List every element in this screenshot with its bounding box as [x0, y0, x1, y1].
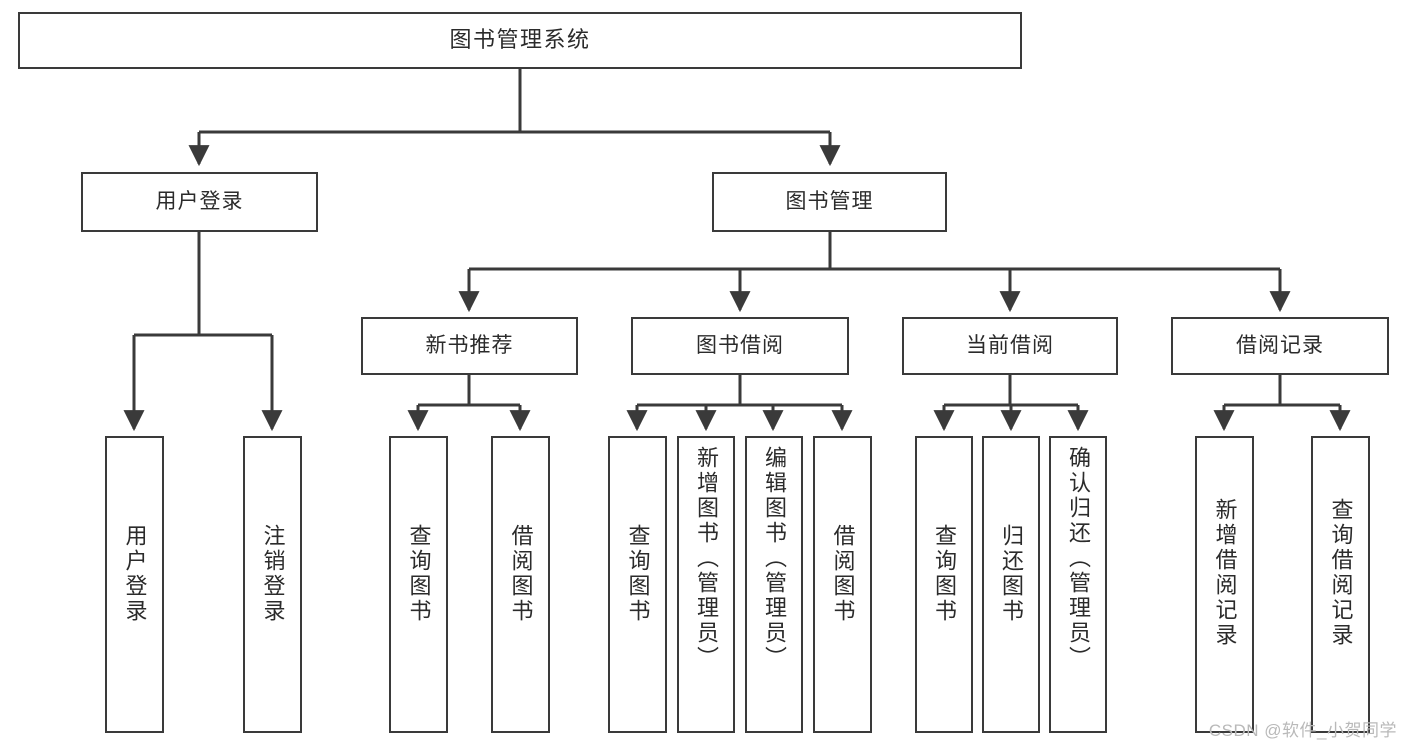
node-current-borrow-label: 当前借阅	[966, 334, 1054, 358]
leaf-borrow-record-add-label: 新增借阅记录	[1212, 498, 1238, 648]
node-new-book-recommend-label: 新书推荐	[425, 334, 514, 358]
leaf-user-login-logout-label: 注销登录	[260, 524, 286, 624]
node-root-system[interactable]: 图书管理系统	[18, 12, 1022, 69]
leaf-borrow-record-query-label: 查询借阅记录	[1328, 498, 1354, 648]
node-borrow-record-label: 借阅记录	[1236, 334, 1324, 358]
leaf-user-login-login[interactable]: 用户登录	[105, 436, 164, 733]
leaf-current-borrow-confirm[interactable]: 确认归还（管理员）	[1049, 436, 1107, 733]
leaf-new-book-query[interactable]: 查询图书	[389, 436, 448, 733]
leaf-book-borrow-add[interactable]: 新增图书（管理员）	[677, 436, 735, 733]
leaf-current-borrow-return[interactable]: 归还图书	[982, 436, 1040, 733]
leaf-borrow-record-query[interactable]: 查询借阅记录	[1311, 436, 1370, 733]
leaf-book-borrow-add-label: 新增图书（管理员）	[694, 446, 719, 671]
leaf-book-borrow-borrow[interactable]: 借阅图书	[813, 436, 872, 733]
leaf-new-book-borrow-label: 借阅图书	[508, 524, 534, 624]
leaf-book-borrow-query-label: 查询图书	[625, 524, 651, 624]
watermark-text: CSDN @软件_小贺同学	[1208, 721, 1397, 740]
node-new-book-recommend[interactable]: 新书推荐	[361, 317, 578, 375]
node-user-login-label: 用户登录	[155, 190, 244, 214]
leaf-current-borrow-confirm-label: 确认归还（管理员）	[1066, 446, 1091, 671]
leaf-user-login-logout[interactable]: 注销登录	[243, 436, 302, 733]
leaf-book-borrow-borrow-label: 借阅图书	[830, 524, 856, 624]
node-book-borrow-label: 图书借阅	[696, 334, 784, 358]
node-root-system-label: 图书管理系统	[449, 27, 591, 53]
leaf-current-borrow-return-label: 归还图书	[999, 524, 1024, 624]
leaf-new-book-query-label: 查询图书	[406, 524, 432, 624]
node-book-borrow[interactable]: 图书借阅	[631, 317, 849, 375]
leaf-current-borrow-query[interactable]: 查询图书	[915, 436, 973, 733]
node-current-borrow[interactable]: 当前借阅	[902, 317, 1118, 375]
leaf-book-borrow-edit[interactable]: 编辑图书（管理员）	[745, 436, 803, 733]
leaf-book-borrow-edit-label: 编辑图书（管理员）	[762, 446, 787, 671]
leaf-borrow-record-add[interactable]: 新增借阅记录	[1195, 436, 1254, 733]
leaf-current-borrow-query-label: 查询图书	[932, 524, 957, 624]
node-book-management[interactable]: 图书管理	[712, 172, 947, 232]
leaf-new-book-borrow[interactable]: 借阅图书	[491, 436, 550, 733]
node-book-management-label: 图书管理	[785, 190, 874, 214]
node-borrow-record[interactable]: 借阅记录	[1171, 317, 1389, 375]
leaf-user-login-login-label: 用户登录	[122, 524, 148, 624]
node-user-login[interactable]: 用户登录	[81, 172, 318, 232]
leaf-book-borrow-query[interactable]: 查询图书	[608, 436, 667, 733]
